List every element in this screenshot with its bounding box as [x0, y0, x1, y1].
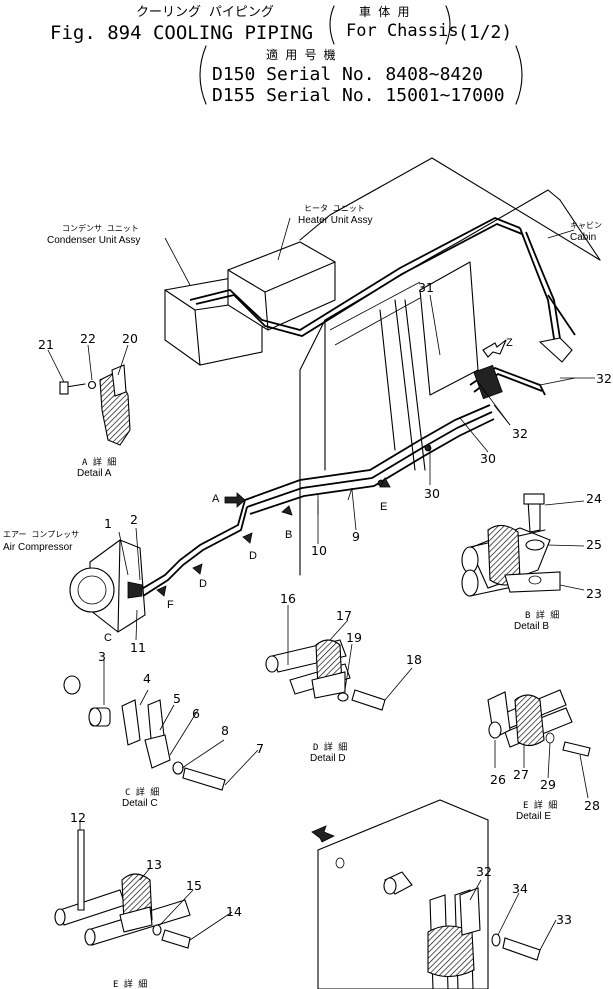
page-title: Fig. 894 COOLING PIPING — [50, 22, 313, 44]
detail-bottom-right-drawing — [311, 799, 557, 989]
part-15: 15 — [186, 878, 202, 893]
detail-e-en: Detail E — [516, 811, 551, 822]
detail-d-jp: D 詳 細 — [313, 741, 347, 753]
bracket-left-top — [329, 5, 335, 45]
part-9: 9 — [352, 529, 360, 544]
serial-line-1: D150 Serial No. 8408~8420 — [212, 64, 483, 85]
condenser-label-en: Condenser Unit Assy — [47, 235, 140, 246]
for-chassis-label: For Chassis — [346, 21, 459, 41]
letter-f: F — [167, 599, 174, 611]
part-11: 11 — [130, 640, 146, 655]
letter-d2: D — [199, 578, 207, 590]
part-21: 21 — [38, 337, 54, 352]
cabin-label-en: Cabin — [570, 232, 596, 243]
letter-z: Z — [506, 337, 513, 349]
arrow-f — [156, 585, 167, 597]
part-18: 18 — [406, 652, 422, 667]
detail-d-drawing — [265, 605, 413, 711]
bracket-right-top — [445, 5, 451, 45]
part-30-a: 30 — [424, 486, 440, 501]
bracket-right-serial — [515, 45, 523, 105]
part-8: 8 — [221, 723, 229, 738]
detail-d-en: Detail D — [310, 753, 346, 764]
part-29: 29 — [540, 777, 556, 792]
detail-b-jp: B 詳 細 — [525, 609, 559, 621]
part-12: 12 — [70, 810, 86, 825]
heater-unit — [227, 241, 336, 331]
detail-e-jp: E 詳 細 — [523, 799, 557, 811]
part-32-a: 32 — [596, 371, 612, 386]
heater-label-jp: ヒータ ユニット — [304, 204, 365, 213]
bracket-left-serial — [199, 45, 207, 105]
detail-e-drawing — [487, 689, 591, 799]
part-22: 22 — [80, 331, 96, 346]
part-20: 20 — [122, 331, 138, 346]
part-7: 7 — [256, 741, 264, 756]
detail-c-drawing — [63, 660, 259, 791]
part-25: 25 — [586, 537, 602, 552]
part-23: 23 — [586, 586, 602, 601]
detail-b-drawing — [461, 493, 585, 597]
part-32-c: 32 — [476, 864, 492, 879]
letter-b: B — [285, 529, 292, 541]
arrow-z — [482, 339, 507, 358]
air-compressor — [69, 539, 146, 633]
part-6: 6 — [192, 706, 200, 721]
arrow-a — [224, 492, 246, 508]
part-31: 31 — [418, 280, 434, 295]
compressor-label-en: Air Compressor — [3, 542, 73, 553]
part-2: 2 — [130, 512, 138, 527]
page-indicator: (1/2) — [458, 22, 512, 43]
part-17: 17 — [336, 608, 352, 623]
detail-a-drawing — [47, 344, 131, 446]
applicable-japanese: 適 用 号 機 — [266, 47, 336, 62]
title-japanese: クーリング パイピング — [136, 5, 274, 20]
detail-a-jp: A 詳 細 — [82, 456, 116, 468]
compressor-label-jp: エアー コンプレッサ — [3, 530, 79, 539]
condenser-label-jp: コンデンサ ユニット — [62, 223, 139, 233]
part-30-b: 30 — [480, 451, 496, 466]
detail-bottom-left-drawing — [54, 822, 233, 949]
letter-c: C — [104, 632, 112, 644]
arrow-b — [281, 505, 293, 516]
part-14: 14 — [226, 904, 242, 919]
letter-e: E — [380, 501, 387, 513]
part-16: 16 — [280, 591, 296, 606]
part-26: 26 — [490, 772, 506, 787]
detail-a-en: Detail A — [77, 468, 112, 479]
header: クーリング パイピング 車 体 用 Fig. 894 COOLING PIPIN… — [50, 5, 523, 106]
cabin-label-jp: キャビン — [570, 221, 602, 230]
part-34: 34 — [512, 881, 528, 896]
letter-a: A — [212, 493, 220, 505]
arrow-d1 — [242, 532, 253, 544]
detail-b-en: Detail B — [514, 621, 549, 632]
part-3: 3 — [98, 649, 106, 664]
part-28: 28 — [584, 798, 600, 813]
part-1: 1 — [104, 516, 112, 531]
part-27: 27 — [513, 767, 529, 782]
part-24: 24 — [586, 491, 602, 506]
part-19: 19 — [346, 630, 362, 645]
part-10: 10 — [311, 543, 327, 558]
cabin-assembly — [69, 157, 601, 633]
chassis-japanese: 車 体 用 — [359, 5, 409, 19]
detail-c-jp: C 詳 細 — [125, 786, 159, 798]
arrow-e — [379, 477, 391, 488]
part-5: 5 — [173, 691, 181, 706]
heater-label-en: Heater Unit Assy — [298, 215, 372, 226]
serial-line-2: D155 Serial No. 15001~17000 — [212, 85, 505, 106]
letter-d1: D — [249, 550, 257, 562]
detail-bottom-jp: E 詳 細 — [113, 978, 147, 989]
part-32-b: 32 — [512, 426, 528, 441]
part-13: 13 — [146, 857, 162, 872]
detail-c-en: Detail C — [122, 798, 158, 809]
part-33: 33 — [556, 912, 572, 927]
arrow-d2 — [192, 563, 203, 575]
part-4: 4 — [143, 671, 151, 686]
